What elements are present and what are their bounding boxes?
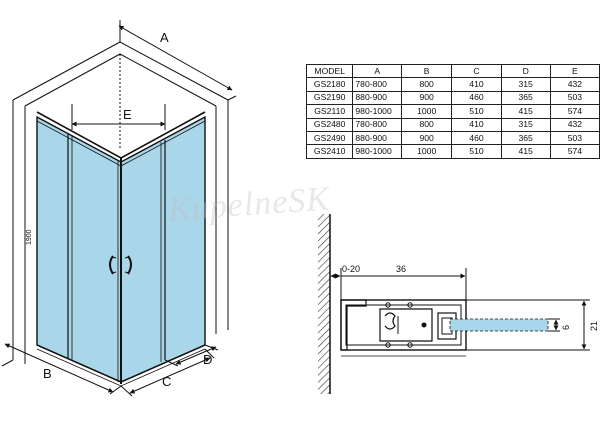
cell-a: 780-800 (352, 77, 402, 92)
cell-d: 365 (500, 90, 551, 106)
table-row: GS2190 880-900 900 460 365 503 (305, 90, 600, 106)
label-gap: 0-20 (342, 264, 360, 274)
cell-d: 415 (500, 144, 551, 159)
cell-a: 880-900 (352, 130, 402, 146)
label-c: C (162, 374, 171, 389)
wall-profile (340, 299, 367, 351)
cell-d: 415 (500, 104, 551, 119)
cell-e: 432 (549, 77, 600, 92)
table-header-row: MODEL A B C D E (305, 63, 600, 79)
cell-model: GS2110 (305, 104, 354, 119)
dim-gap (329, 268, 342, 300)
cell-d: 315 (500, 117, 551, 132)
dim-height (466, 299, 590, 351)
profile-drawing (318, 214, 590, 394)
cell-model: GS2480 (305, 117, 354, 132)
label-width: 36 (396, 264, 406, 274)
header-a: A (352, 63, 402, 79)
cell-c: 460 (451, 90, 502, 106)
cell-b: 1000 (400, 144, 453, 159)
cell-c: 510 (451, 104, 502, 119)
cell-d: 315 (500, 77, 551, 92)
label-height: 1900 (26, 229, 33, 245)
dim-glass (548, 318, 560, 332)
cell-b: 1000 (400, 104, 453, 119)
sliding-profile (379, 302, 457, 348)
cell-c: 410 (451, 117, 502, 132)
dim-b (1, 343, 122, 395)
enclosure-drawing (1, 20, 237, 397)
cell-b: 900 (400, 130, 453, 146)
dim-e (71, 104, 166, 130)
label-e: E (123, 107, 132, 122)
cell-c: 460 (451, 130, 502, 146)
cell-model: GS2190 (305, 90, 354, 106)
cell-e: 503 (549, 90, 600, 106)
cell-model: GS2490 (305, 130, 354, 146)
cell-e: 574 (549, 104, 600, 119)
header-d: D (500, 63, 551, 79)
cell-e: 432 (549, 117, 600, 132)
label-d: D (203, 352, 212, 367)
right-glass-panel (120, 115, 206, 384)
cell-b: 800 (400, 77, 453, 92)
table-row: GS2110 980-1000 1000 510 415 574 (305, 104, 600, 119)
cell-model: GS2410 (305, 144, 354, 159)
cell-a: 980-1000 (352, 104, 402, 119)
cell-d: 365 (500, 130, 551, 146)
cell-b: 800 (400, 117, 453, 132)
cell-e: 574 (549, 144, 600, 159)
cell-c: 510 (451, 144, 502, 159)
cell-a: 980-1000 (352, 144, 402, 159)
table-row: GS2480 780-800 800 410 315 432 (305, 117, 600, 132)
header-model: MODEL (305, 63, 354, 79)
wall-hatch (318, 214, 330, 394)
header-b: B (400, 63, 453, 79)
table-row: GS2410 980-1000 1000 510 415 574 (305, 144, 600, 159)
dim-a (118, 20, 237, 101)
cell-model: GS2180 (305, 77, 354, 92)
table-row: GS2490 880-900 900 460 365 503 (305, 130, 600, 146)
header-e: E (549, 63, 600, 79)
cell-a: 780-800 (352, 117, 402, 132)
cell-b: 900 (400, 90, 453, 106)
label-height-21: 21 (589, 321, 599, 331)
header-c: C (451, 63, 502, 79)
label-b: B (43, 366, 52, 381)
label-glass: 6 (561, 325, 571, 330)
glass-pane (449, 318, 549, 332)
model-dimensions-table: MODEL A B C D E GS2180 780-800 800 410 3… (305, 63, 600, 159)
table-row: GS2180 780-800 800 410 315 432 (305, 77, 600, 92)
label-a: A (160, 30, 169, 45)
left-glass-panel (36, 115, 122, 384)
cell-c: 410 (451, 77, 502, 92)
cell-a: 880-900 (352, 90, 402, 106)
dim-width (341, 268, 467, 300)
cell-e: 503 (549, 130, 600, 146)
dim-d (164, 344, 219, 367)
